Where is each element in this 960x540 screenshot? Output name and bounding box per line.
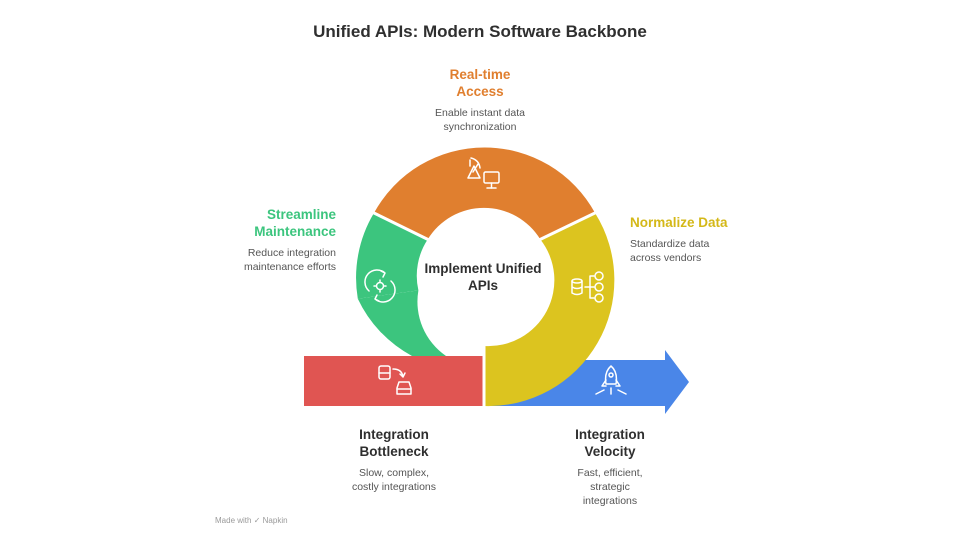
step-normalize-label: Normalize Data Standardize data across v…	[630, 214, 790, 265]
step-bottleneck-title: Integration Bottleneck	[359, 427, 429, 459]
step-streamline-desc: Reduce integration maintenance efforts	[243, 247, 336, 273]
vehicles-swap-icon	[378, 365, 412, 395]
rocket-launch-icon	[595, 365, 627, 395]
ring-segment-streamline-lower	[357, 290, 446, 356]
napkin-logo-icon: ✓	[253, 516, 261, 525]
step-velocity-title: Integration Velocity	[575, 427, 645, 459]
step-streamline-label: Streamline Maintenance Reduce integratio…	[196, 206, 336, 274]
refresh-gear-icon	[364, 269, 396, 303]
database-hierarchy-icon	[571, 271, 604, 303]
ring-segment-normalize	[484, 213, 615, 407]
step-velocity-desc: Fast, efficient, strategic integrations	[577, 467, 643, 507]
center-label: Implement Unified APIs	[424, 261, 542, 293]
step-streamline-title: Streamline Maintenance	[254, 207, 336, 239]
step-normalize-title: Normalize Data	[630, 215, 728, 230]
ring-segment-streamline	[356, 213, 428, 299]
step-bottleneck-desc: Slow, complex, costly integrations	[351, 467, 437, 493]
footer-brand: Napkin	[262, 516, 288, 525]
step-realtime-title: Real-time Access	[449, 67, 511, 99]
step-realtime-label: Real-time Access Enable instant data syn…	[405, 66, 555, 134]
step-velocity-label: Integration Velocity Fast, efficient, st…	[535, 426, 685, 508]
step-realtime-desc: Enable instant data synchronization	[435, 107, 525, 133]
ring-segment-realtime	[373, 147, 596, 240]
step-normalize-desc: Standardize data across vendors	[630, 238, 710, 264]
step-bottleneck-label: Integration Bottleneck Slow, complex, co…	[319, 426, 469, 494]
satellite-monitor-icon	[467, 157, 500, 189]
bottleneck-bar	[304, 356, 484, 406]
footer-made-with: Made with	[215, 516, 252, 525]
diagram-title: Unified APIs: Modern Software Backbone	[313, 22, 647, 41]
footer-credit: Made with ✓ Napkin	[215, 516, 288, 525]
